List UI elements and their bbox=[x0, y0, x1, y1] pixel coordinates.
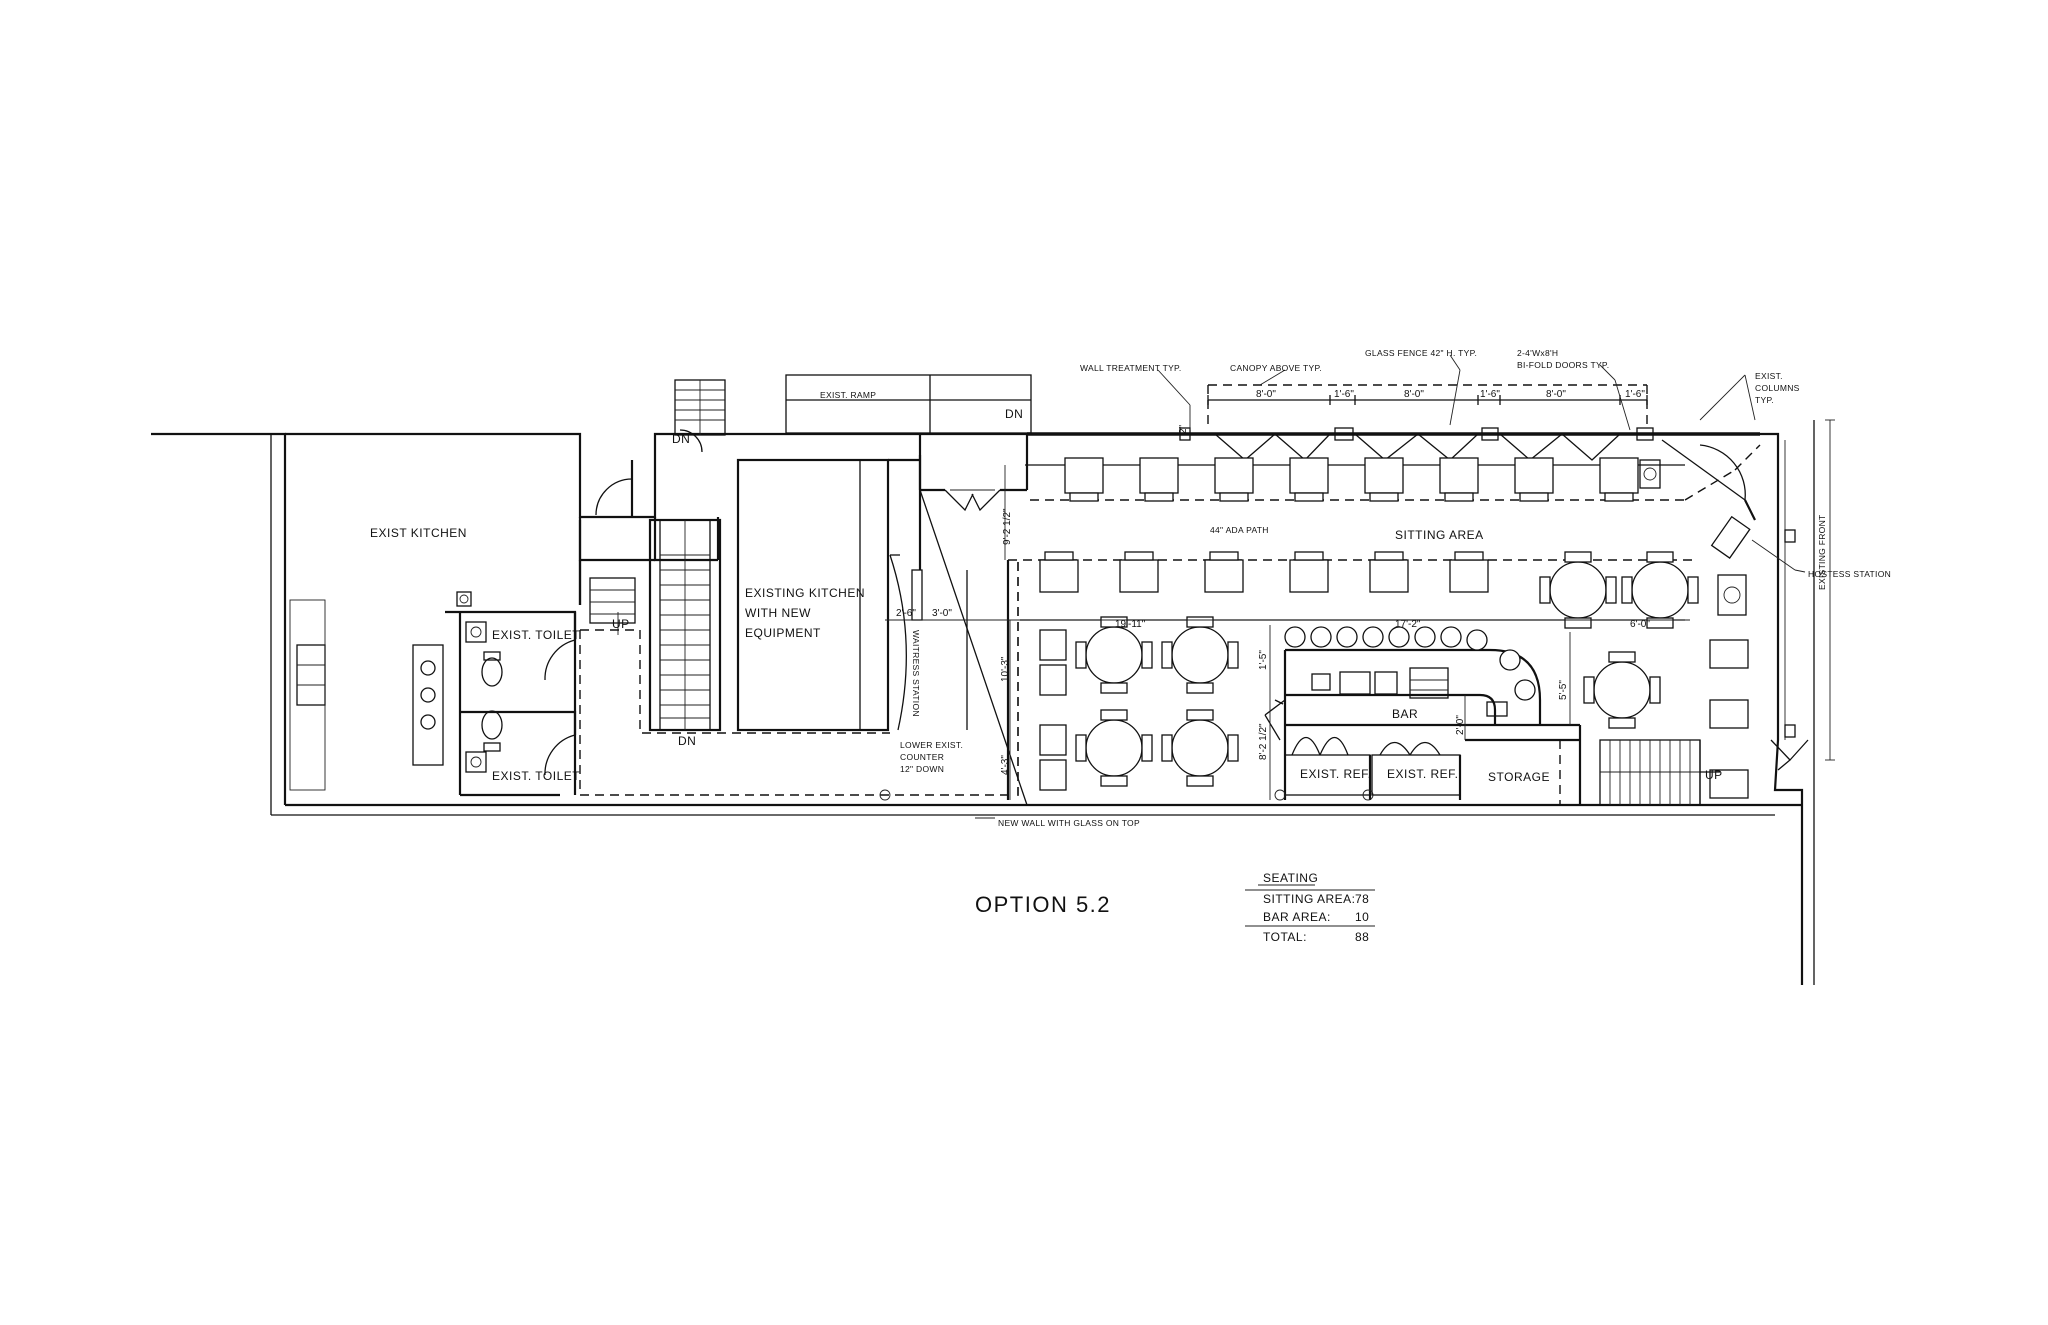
stairs-core bbox=[578, 379, 1019, 796]
up-label-1: UP bbox=[612, 617, 630, 631]
existing-kitchen-label-1: EXISTING KITCHEN bbox=[745, 586, 865, 600]
exist-ramp-label: EXIST. RAMP bbox=[820, 390, 876, 400]
side-chairs bbox=[1039, 574, 1749, 799]
exist-ref-label-1: EXIST. REF. bbox=[1300, 767, 1372, 781]
dim-8-0-c: 8'-0" bbox=[1546, 389, 1566, 400]
dim-5-5: 5'-5" bbox=[1558, 680, 1569, 700]
exist-toilet-label-2: EXIST. TOILET bbox=[492, 769, 580, 783]
bar-area-row-label: BAR AREA: bbox=[1263, 910, 1331, 924]
storefront-glass-fence bbox=[1179, 384, 1796, 738]
existing-kitchen-label-2: WITH NEW bbox=[745, 606, 811, 620]
dim-1-5: 1'-5" bbox=[1258, 650, 1269, 670]
dim-8-0-a: 8'-0" bbox=[1256, 389, 1276, 400]
dim-19-11: 19'-11" bbox=[1115, 619, 1146, 630]
toilet-rooms bbox=[458, 610, 577, 797]
lower-counter-label-1: LOWER EXIST. bbox=[900, 740, 963, 750]
ramp-vestibule bbox=[785, 374, 1032, 806]
dim-10-3: 10'-3" bbox=[1000, 656, 1011, 682]
exist-ref-label-2: EXIST. REF. bbox=[1387, 767, 1459, 781]
option-title: OPTION 5.2 bbox=[975, 892, 1111, 917]
wall-treatment-label: WALL TREATMENT TYP. bbox=[1080, 363, 1182, 373]
existing-kitchen-label-3: EQUIPMENT bbox=[745, 626, 821, 640]
dim-2-6: 2'-6" bbox=[896, 608, 916, 619]
bifold-label-1: 2-4'Wx8'H bbox=[1517, 348, 1558, 358]
dn-label-2: DN bbox=[1005, 407, 1023, 421]
dim-3-0: 3'-0" bbox=[932, 608, 952, 619]
stair-treads-main bbox=[660, 520, 710, 730]
dim-1-6-c: 1'-6" bbox=[1625, 389, 1645, 400]
bar-counter bbox=[1264, 626, 1580, 741]
dim-2-0: 2'-0" bbox=[1455, 715, 1466, 735]
ada-path-label: 44" ADA PATH bbox=[1210, 525, 1269, 535]
dim-1-6-a: 1'-6" bbox=[1334, 389, 1354, 400]
dim-8-0-b: 8'-0" bbox=[1404, 389, 1424, 400]
new-wall-label: NEW WALL WITH GLASS ON TOP bbox=[998, 818, 1140, 828]
glass-fence-label: GLASS FENCE 42" H. TYP. bbox=[1365, 348, 1477, 358]
sitting-area-row-value: 78 bbox=[1355, 892, 1369, 906]
exist-kitchen-label: EXIST KITCHEN bbox=[370, 526, 467, 540]
hostess-station-label: HOSTESS STATION bbox=[1808, 569, 1891, 579]
dim-6-0: 6'-0" bbox=[1630, 619, 1650, 630]
seating-schedule: SEATING SITTING AREA: 78 BAR AREA: 10 TO… bbox=[1245, 871, 1375, 944]
dim-2: 2" bbox=[1178, 424, 1189, 434]
back-of-house-bar bbox=[879, 725, 1582, 805]
dn-label-3: DN bbox=[678, 734, 696, 748]
exist-kitchen-room bbox=[289, 591, 560, 791]
dim-4-3: 4'-3" bbox=[1000, 755, 1011, 775]
waitress-station-label: WAITRESS STATION bbox=[911, 630, 921, 717]
front-row-chairs bbox=[1064, 457, 1661, 502]
dim-1-6-b: 1'-6" bbox=[1480, 389, 1500, 400]
seating-heading: SEATING bbox=[1263, 871, 1318, 885]
dim-17-2: 17'-2" bbox=[1395, 619, 1421, 630]
columns-label-2: COLUMNS bbox=[1755, 383, 1800, 393]
total-row-value: 88 bbox=[1355, 930, 1369, 944]
up-label-2: UP bbox=[1705, 768, 1723, 782]
lower-counter-label-3: 12" DOWN bbox=[900, 764, 944, 774]
leader-lines bbox=[975, 354, 1806, 819]
bar-label: BAR bbox=[1392, 707, 1418, 721]
storage-label: STORAGE bbox=[1488, 770, 1550, 784]
round-tables bbox=[1075, 551, 1699, 787]
dimension-lines bbox=[893, 419, 1835, 800]
front-stair-up bbox=[1599, 739, 1720, 806]
lower-counter-label-2: COUNTER bbox=[900, 752, 944, 762]
columns-label-3: TYP. bbox=[1755, 395, 1774, 405]
dn-label-1: DN bbox=[672, 432, 690, 446]
total-row-label: TOTAL: bbox=[1263, 930, 1307, 944]
exterior-walls bbox=[151, 420, 1815, 985]
bifold-label-2: BI-FOLD DOORS TYP. bbox=[1517, 360, 1609, 370]
sitting-area-label: SITTING AREA bbox=[1395, 528, 1484, 542]
bar-area-row-value: 10 bbox=[1355, 910, 1369, 924]
dim-9-2-half: 9'-2 1/2" bbox=[1002, 508, 1013, 545]
dim-8-2-half: 8'-2 1/2" bbox=[1258, 723, 1269, 760]
sitting-area-row-label: SITTING AREA: bbox=[1263, 892, 1356, 906]
second-row-chairs bbox=[1039, 551, 1489, 593]
canopy-label: CANOPY ABOVE TYP. bbox=[1230, 363, 1322, 373]
existing-front-label: EXISTING FRONT bbox=[1817, 514, 1827, 590]
stair-treads-top bbox=[675, 380, 725, 435]
columns-label-1: EXIST. bbox=[1755, 371, 1783, 381]
exist-toilet-label-1: EXIST. TOILET bbox=[492, 628, 580, 642]
